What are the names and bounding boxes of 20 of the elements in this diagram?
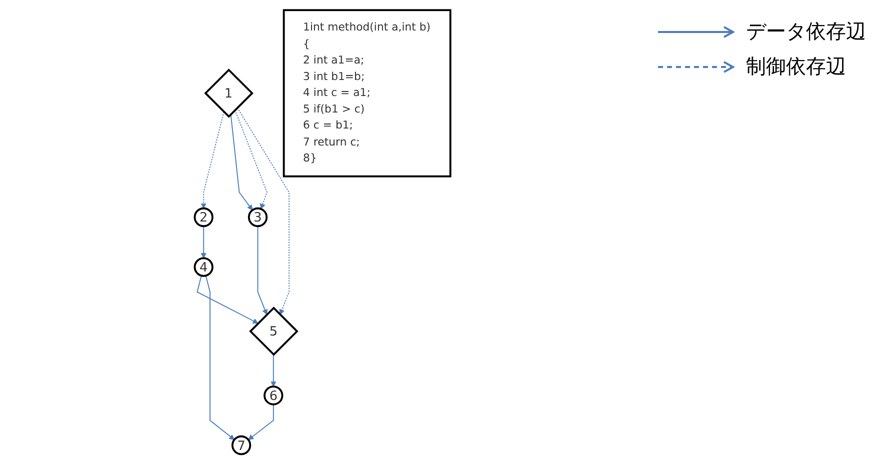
node-box: 1int method(int a,int b){ 2 int a1=a; 3 int b1=b; 4 int c = a1; 5 if(b1 > c) 6 c = b1; 7 return c; 8} [283,9,452,178]
arrow [258,226,268,315]
legend-text: データ依存辺 [746,18,866,45]
node-circle: 7 [232,435,252,456]
node-circle: 2 [194,207,214,228]
legend-text: 制御依存辺 [746,53,846,80]
node-diamond: 5 [250,306,299,356]
arrow [237,107,290,315]
arrow [271,354,277,387]
arrow [201,111,225,209]
arrow [235,110,268,210]
node-diamond: 1 [204,68,254,118]
arrow [230,114,254,210]
node-circle: 4 [194,257,214,277]
node-circle: 6 [264,386,284,406]
arrow [197,275,259,324]
arrow [206,275,236,440]
arrow [201,226,207,258]
node-circle: 3 [248,207,268,228]
arrow [248,404,274,440]
